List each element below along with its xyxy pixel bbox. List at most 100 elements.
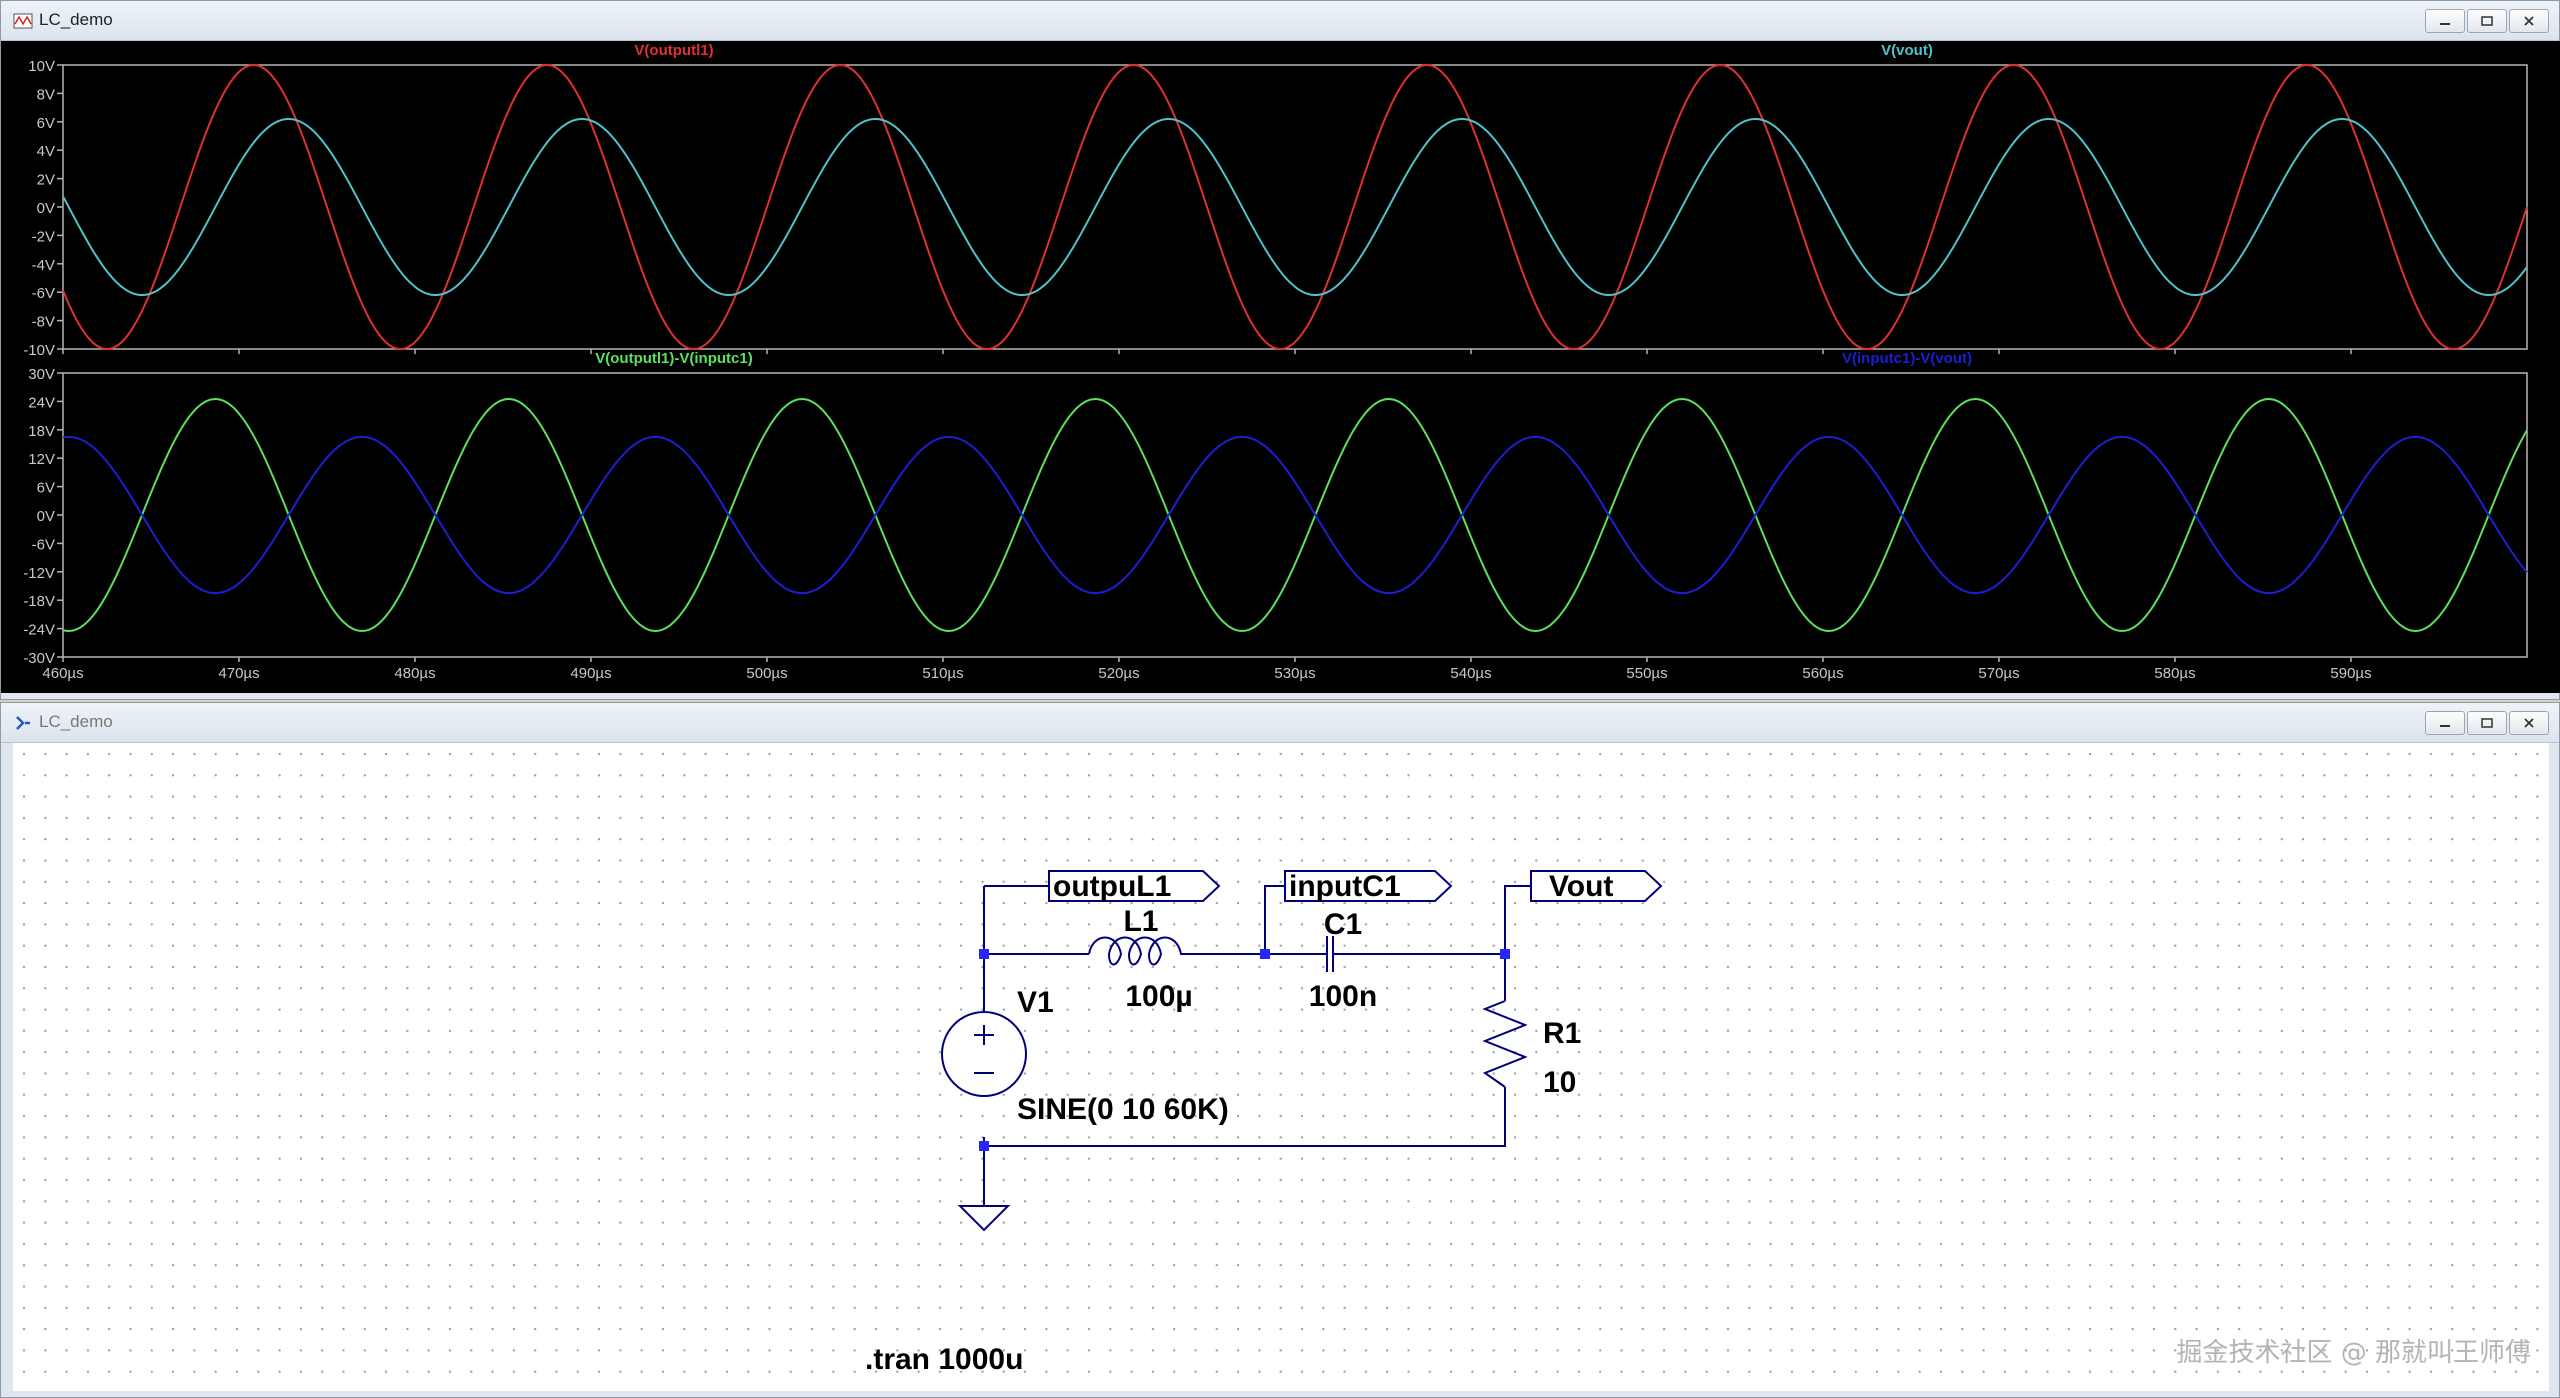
restore-icon: [2481, 16, 2493, 26]
y-tick-label: 4V: [37, 143, 55, 160]
y-tick-label: 8V: [37, 86, 55, 103]
spice-directive[interactable]: .tran 1000u: [865, 1343, 1023, 1376]
series-trace-v-outputl1-v-inputc1-[interactable]: [62, 397, 2528, 633]
y-tick-label: -30V: [23, 650, 55, 667]
y-tick-label: 0V: [37, 508, 55, 525]
lower-plot-pane[interactable]: 30V24V18V12V6V0V-6V-12V-18V-24V-30V460µs…: [23, 350, 2528, 682]
x-tick-label: 530µs: [1274, 665, 1315, 682]
y-tick-label: -6V: [32, 536, 55, 553]
voltage-source-v1[interactable]: V1 SINE(0 10 60K): [941, 986, 1229, 1126]
x-tick-label: 540µs: [1450, 665, 1491, 682]
schematic-window-title: LC_demo: [39, 712, 113, 731]
wire-bottom[interactable]: [984, 1087, 1506, 1147]
close-icon: [2524, 16, 2534, 26]
node-ground[interactable]: [979, 1141, 989, 1151]
y-tick-label: -24V: [23, 622, 55, 639]
waveform-window-controls: [2425, 9, 2549, 33]
net-label-vout[interactable]: Vout: [1530, 870, 1663, 903]
inductor-l1-symbol: [1088, 936, 1203, 966]
close-icon: [2524, 718, 2534, 728]
x-tick-label: 460µs: [42, 665, 83, 682]
y-tick-label: 10V: [28, 58, 55, 75]
x-tick-label: 590µs: [2330, 665, 2371, 682]
x-tick-label: 570µs: [1978, 665, 2019, 682]
y-tick-label: -4V: [32, 257, 55, 274]
capacitor-c1-value: 100n: [1309, 980, 1377, 1013]
x-tick-label: 520µs: [1098, 665, 1139, 682]
plot-background: [1, 41, 2560, 693]
x-tick-label: 490µs: [570, 665, 611, 682]
node-vout[interactable]: [1500, 949, 1510, 959]
series-trace-v-inputc1-v-vout-[interactable]: [62, 435, 2528, 595]
minimize-button[interactable]: [2425, 711, 2465, 735]
schematic-canvas[interactable]: outpuL1 inputC1 Vout L1 100µ C1 100n R1 …: [13, 743, 2549, 1391]
restore-icon: [2481, 718, 2493, 728]
net-label-inputc1-text: inputC1: [1289, 870, 1401, 903]
wire-to-vout-label[interactable]: [1504, 885, 1531, 954]
legend-label[interactable]: V(outputl1): [634, 42, 713, 59]
legend-label[interactable]: V(vout): [1881, 42, 1933, 59]
y-tick-label: 30V: [28, 366, 55, 383]
waveform-titlebar[interactable]: LC_demo: [1, 1, 2559, 41]
x-tick-label: 550µs: [1626, 665, 1667, 682]
voltage-source-v1-symbol: [941, 1011, 1027, 1097]
resistor-r1-name: R1: [1543, 1017, 1581, 1050]
x-tick-label: 500µs: [746, 665, 787, 682]
inductor-l1[interactable]: L1 100µ: [1088, 905, 1203, 1013]
y-tick-label: -2V: [32, 228, 55, 245]
y-tick-label: -8V: [32, 314, 55, 331]
y-tick-label: -6V: [32, 285, 55, 302]
net-label-inputc1[interactable]: inputC1: [1284, 870, 1453, 903]
x-tick-label: 560µs: [1802, 665, 1843, 682]
legend-label[interactable]: V(inputc1)-V(vout): [1842, 350, 1972, 367]
y-tick-label: -12V: [23, 565, 55, 582]
series-trace-v-outputl1-[interactable]: [62, 63, 2528, 351]
upper-plot-pane[interactable]: 10V8V6V4V2V0V-2V-4V-6V-8V-10VV(outputl1)…: [23, 42, 2528, 359]
x-tick-label: 580µs: [2154, 665, 2195, 682]
inductor-l1-value: 100µ: [1125, 980, 1192, 1013]
waveform-plot-area[interactable]: 10V8V6V4V2V0V-2V-4V-6V-8V-10VV(outputl1)…: [1, 41, 2560, 693]
schematic-grid: [13, 743, 2549, 1391]
restore-button[interactable]: [2467, 711, 2507, 735]
y-tick-label: 6V: [37, 115, 55, 132]
schematic-window-controls: [2425, 711, 2549, 735]
y-tick-label: -18V: [23, 593, 55, 610]
resistor-r1-value: 10: [1543, 1066, 1576, 1099]
plus-minus-icon: [974, 1025, 994, 1074]
y-tick-label: 6V: [37, 480, 55, 497]
close-button[interactable]: [2509, 711, 2549, 735]
net-label-vout-text: Vout: [1549, 870, 1613, 903]
y-tick-label: 18V: [28, 423, 55, 440]
node-outputl1[interactable]: [979, 949, 989, 959]
net-label-outputl1[interactable]: outpuL1: [1048, 870, 1221, 903]
schematic-app-icon: [16, 716, 30, 730]
node-inputc1[interactable]: [1260, 949, 1270, 959]
capacitor-c1-symbol: [1318, 936, 1342, 972]
capacitor-c1-name: C1: [1324, 908, 1362, 941]
minimize-button[interactable]: [2425, 9, 2465, 33]
waveform-app-icon: [13, 13, 33, 29]
y-tick-label: 12V: [28, 451, 55, 468]
x-tick-label: 480µs: [394, 665, 435, 682]
resistor-r1[interactable]: R1 10: [1482, 1000, 1581, 1099]
y-tick-label: 2V: [37, 172, 55, 189]
wire-to-inputc1-label[interactable]: [1264, 885, 1285, 954]
voltage-source-v1-name: V1: [1017, 986, 1054, 1019]
close-button[interactable]: [2509, 9, 2549, 33]
ground-icon: [957, 1205, 1011, 1232]
legend-label[interactable]: V(outputl1)-V(inputc1): [595, 350, 752, 367]
capacitor-c1[interactable]: C1 100n: [1309, 908, 1377, 1013]
minimize-icon: [2440, 725, 2450, 727]
series-trace-v-vout-[interactable]: [62, 118, 2528, 296]
waveform-window-title: LC_demo: [39, 10, 113, 29]
minimize-icon: [2440, 23, 2450, 25]
schematic-titlebar[interactable]: LC_demo: [1, 703, 2559, 743]
watermark-text: 掘金技术社区 @ 那就叫王师傅: [2176, 1338, 2531, 1368]
restore-button[interactable]: [2467, 9, 2507, 33]
schematic-window[interactable]: LC_demo: [0, 702, 2560, 1398]
ground-symbol[interactable]: [957, 1205, 1011, 1232]
node-dots: [979, 949, 1510, 1151]
x-tick-label: 470µs: [218, 665, 259, 682]
net-label-outputl1-text: outpuL1: [1053, 870, 1171, 903]
